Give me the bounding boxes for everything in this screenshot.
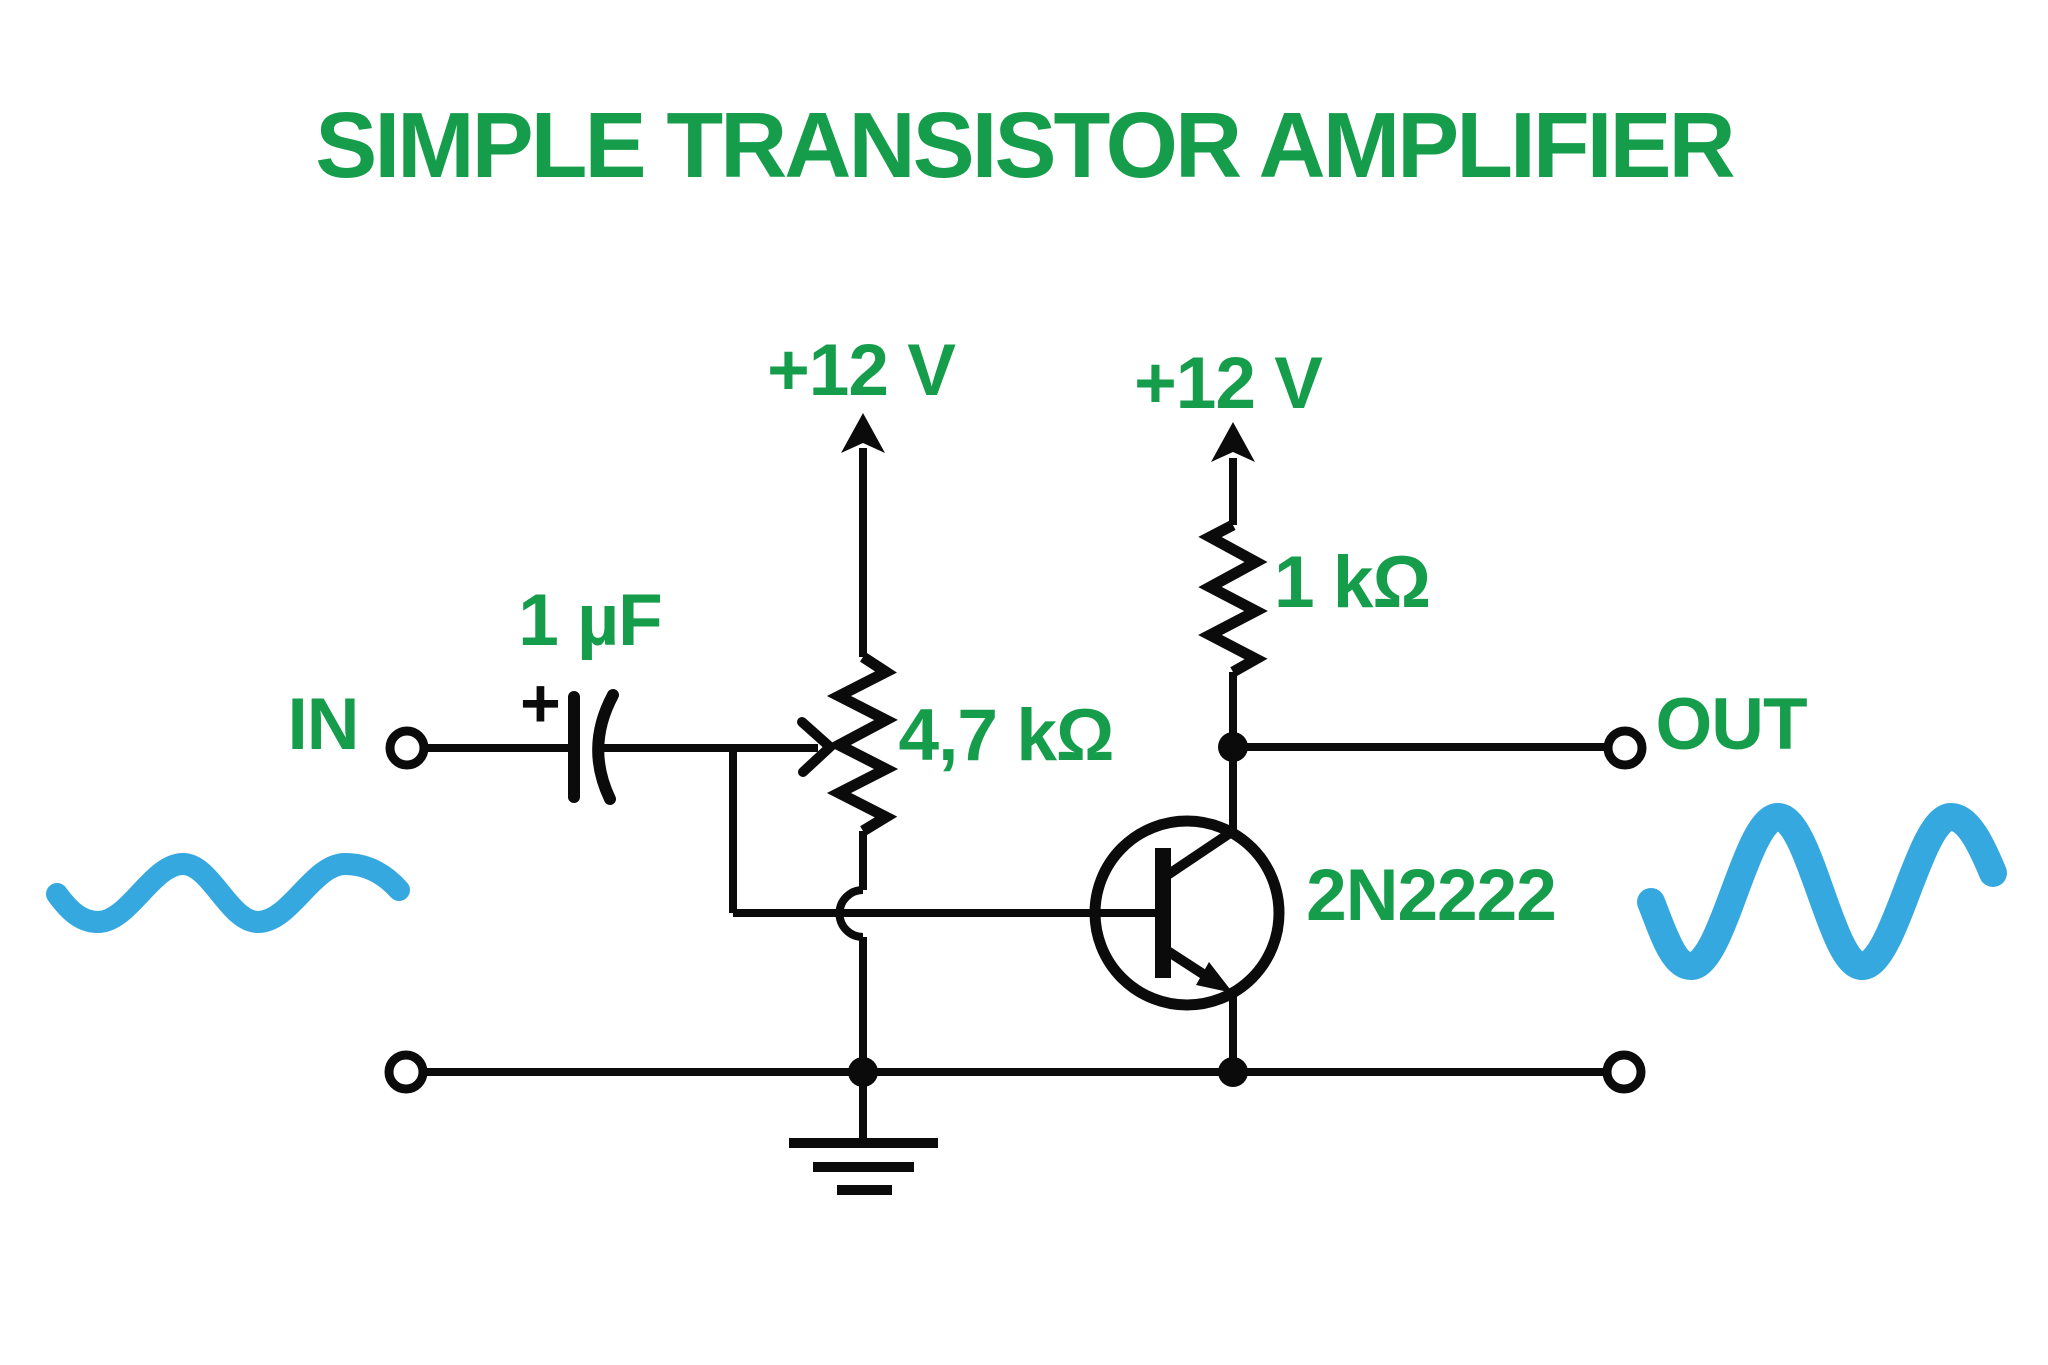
bottom-right-terminal (1602, 1050, 1646, 1094)
junction-emitter-node (1218, 1057, 1248, 1087)
input-waveform (46, 852, 410, 934)
collector-resistor-symbol (1198, 520, 1268, 677)
output-waveform (1637, 802, 2007, 981)
arrow-up-icon (841, 413, 885, 453)
in-terminal (385, 726, 429, 770)
collector-resistor-value-label: 1 kΩ (1273, 542, 1431, 623)
page-title: SIMPLE TRANSISTOR AMPLIFIER (315, 93, 1735, 197)
transistor-collector-lead (1163, 824, 1239, 881)
input-port-label: IN (287, 684, 360, 765)
npn-transistor-symbol (1089, 815, 1285, 1011)
out-terminal (1603, 726, 1647, 770)
potentiometer-symbol (797, 652, 899, 836)
output-port-label: OUT (1655, 684, 1807, 765)
supply-arrow-right (1211, 422, 1255, 462)
transistor-part-label: 2N2222 (1306, 855, 1557, 936)
emitter-arrow-icon (1196, 962, 1233, 993)
capacitor-plate-curved (592, 689, 619, 805)
transistor-circle (1089, 815, 1285, 1011)
supply-left-label: +12 V (767, 330, 956, 411)
supply-right-label: +12 V (1134, 343, 1323, 424)
junction-dots (848, 732, 1248, 1087)
junction-collector-node (1218, 732, 1248, 762)
supply-arrow-left (841, 413, 885, 453)
potentiometer-value-label: 4,7 kΩ (898, 695, 1115, 776)
ground-symbol (789, 1138, 938, 1195)
wiper-arrow-icon (797, 717, 838, 777)
bottom-left-terminal (384, 1050, 428, 1094)
capacitor-value-label: 1 µF (518, 580, 663, 661)
capacitor-symbol (568, 689, 619, 805)
resistor-zigzag (826, 652, 899, 836)
capacitor-polarity-mark: + (520, 664, 561, 742)
resistor-zigzag (1198, 520, 1268, 677)
terminals (384, 726, 1647, 1094)
arrow-up-icon (1211, 422, 1255, 462)
wire-hop-over-base (835, 886, 864, 941)
junction-ground-node (848, 1057, 878, 1087)
